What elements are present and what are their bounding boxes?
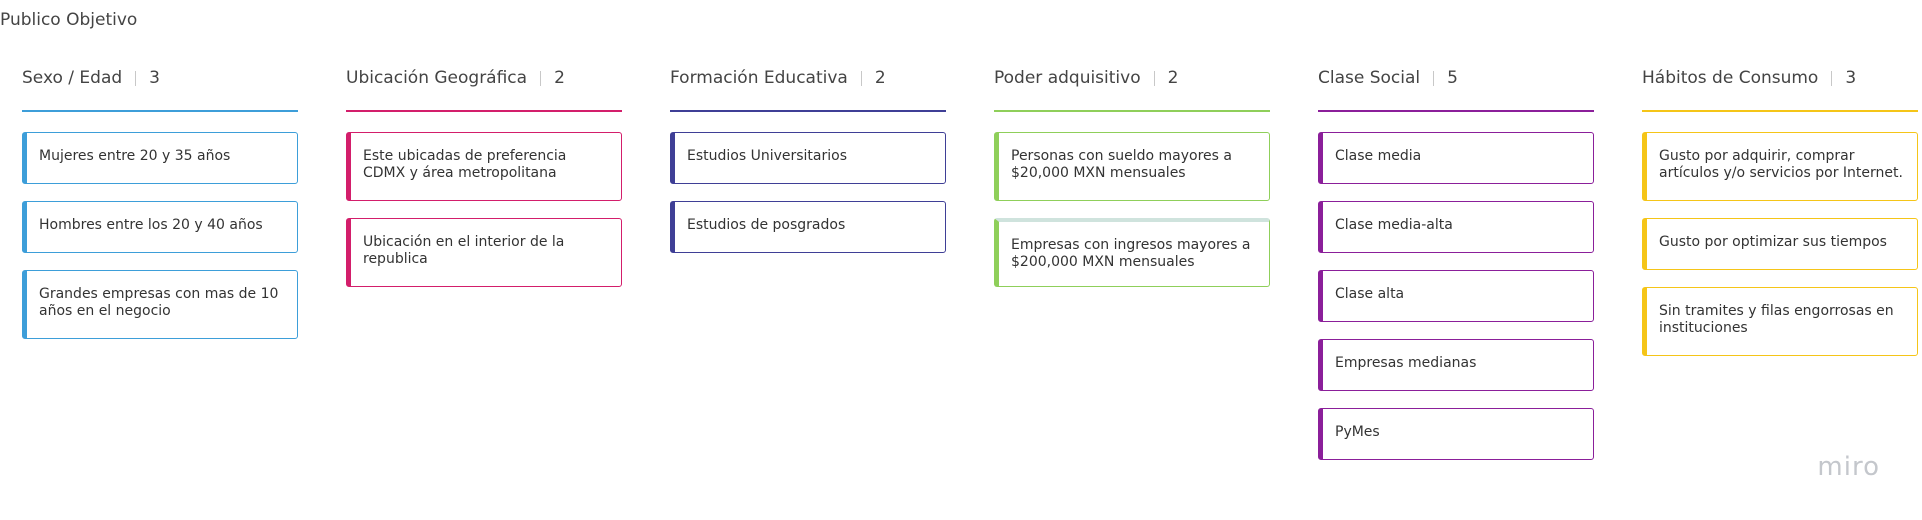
column-sexo-edad[interactable]: Sexo / Edad 3 Mujeres entre 20 y 35 años… xyxy=(22,66,298,356)
column-color-line xyxy=(994,110,1270,112)
column-color-line xyxy=(346,110,622,112)
column-title: Sexo / Edad xyxy=(22,68,123,88)
card[interactable]: Gusto por optimizar sus tiempos xyxy=(1642,218,1918,270)
column-color-line xyxy=(22,110,298,112)
column-title: Ubicación Geográfica xyxy=(346,68,528,88)
card[interactable]: Ubicación en el interior de la republica xyxy=(346,218,622,287)
card-count: 2 xyxy=(874,68,886,88)
column-color-line xyxy=(1642,110,1918,112)
card-count: 2 xyxy=(554,68,565,88)
card-count: 3 xyxy=(149,68,160,88)
column-header[interactable]: Poder adquisitivo 2 xyxy=(994,66,1270,90)
card-list: Este ubicadas de preferencia CDMX y área… xyxy=(346,132,622,287)
column-title: Formación Educativa xyxy=(670,68,848,88)
column-formacion-educativa[interactable]: Formación Educativa 2 Estudios Universit… xyxy=(670,66,946,270)
card-list: Mujeres entre 20 y 35 años Hombres entre… xyxy=(22,132,298,339)
card-list: Clase media Clase media-alta Clase alta … xyxy=(1318,132,1594,460)
card[interactable]: Grandes empresas con mas de 10 años en e… xyxy=(22,270,298,339)
card[interactable]: Personas con sueldo mayores a $20,000 MX… xyxy=(994,132,1270,201)
card[interactable]: Clase media xyxy=(1318,132,1594,184)
card[interactable]: Estudios Universitarios xyxy=(670,132,946,184)
column-color-line xyxy=(670,110,946,112)
column-ubicacion-geografica[interactable]: Ubicación Geográfica 2 Este ubicadas de … xyxy=(346,66,622,304)
header-divider xyxy=(860,70,862,86)
column-color-line xyxy=(1318,110,1594,112)
column-poder-adquisitivo[interactable]: Poder adquisitivo 2 Personas con sueldo … xyxy=(994,66,1270,304)
header-divider xyxy=(1433,70,1435,86)
column-title: Poder adquisitivo xyxy=(994,68,1141,88)
card[interactable]: Gusto por adquirir, comprar artículos y/… xyxy=(1642,132,1918,201)
card[interactable]: Sin tramites y filas engorrosas en insti… xyxy=(1642,287,1918,356)
card-count: 5 xyxy=(1447,68,1458,88)
header-divider xyxy=(1831,70,1833,86)
card-list: Personas con sueldo mayores a $20,000 MX… xyxy=(994,132,1270,287)
card[interactable]: Este ubicadas de preferencia CDMX y área… xyxy=(346,132,622,201)
card-count: 2 xyxy=(1167,68,1179,88)
column-title: Hábitos de Consumo xyxy=(1642,68,1819,88)
card[interactable]: Hombres entre los 20 y 40 años xyxy=(22,201,298,253)
column-header[interactable]: Clase Social 5 xyxy=(1318,66,1594,90)
miro-logo: miro xyxy=(1817,452,1880,482)
card-list: Gusto por adquirir, comprar artículos y/… xyxy=(1642,132,1918,356)
header-divider xyxy=(540,70,542,86)
card[interactable]: Empresas con ingresos mayores a $200,000… xyxy=(994,218,1270,287)
card[interactable]: PyMes xyxy=(1318,408,1594,460)
header-divider xyxy=(135,70,137,86)
card[interactable]: Mujeres entre 20 y 35 años xyxy=(22,132,298,184)
card[interactable]: Clase media-alta xyxy=(1318,201,1594,253)
card[interactable]: Empresas medianas xyxy=(1318,339,1594,391)
column-header[interactable]: Formación Educativa 2 xyxy=(670,66,946,90)
card-list: Estudios Universitarios Estudios de posg… xyxy=(670,132,946,253)
column-habitos-de-consumo[interactable]: Hábitos de Consumo 3 Gusto por adquirir,… xyxy=(1642,66,1918,373)
column-title: Clase Social xyxy=(1318,68,1421,88)
column-header[interactable]: Hábitos de Consumo 3 xyxy=(1642,66,1918,90)
card[interactable]: Estudios de posgrados xyxy=(670,201,946,253)
header-divider xyxy=(1153,70,1155,86)
card[interactable]: Clase alta xyxy=(1318,270,1594,322)
column-header[interactable]: Sexo / Edad 3 xyxy=(22,66,298,90)
column-clase-social[interactable]: Clase Social 5 Clase media Clase media-a… xyxy=(1318,66,1594,477)
column-header[interactable]: Ubicación Geográfica 2 xyxy=(346,66,622,90)
card-count: 3 xyxy=(1845,68,1857,88)
board-title: Publico Objetivo xyxy=(0,10,138,30)
